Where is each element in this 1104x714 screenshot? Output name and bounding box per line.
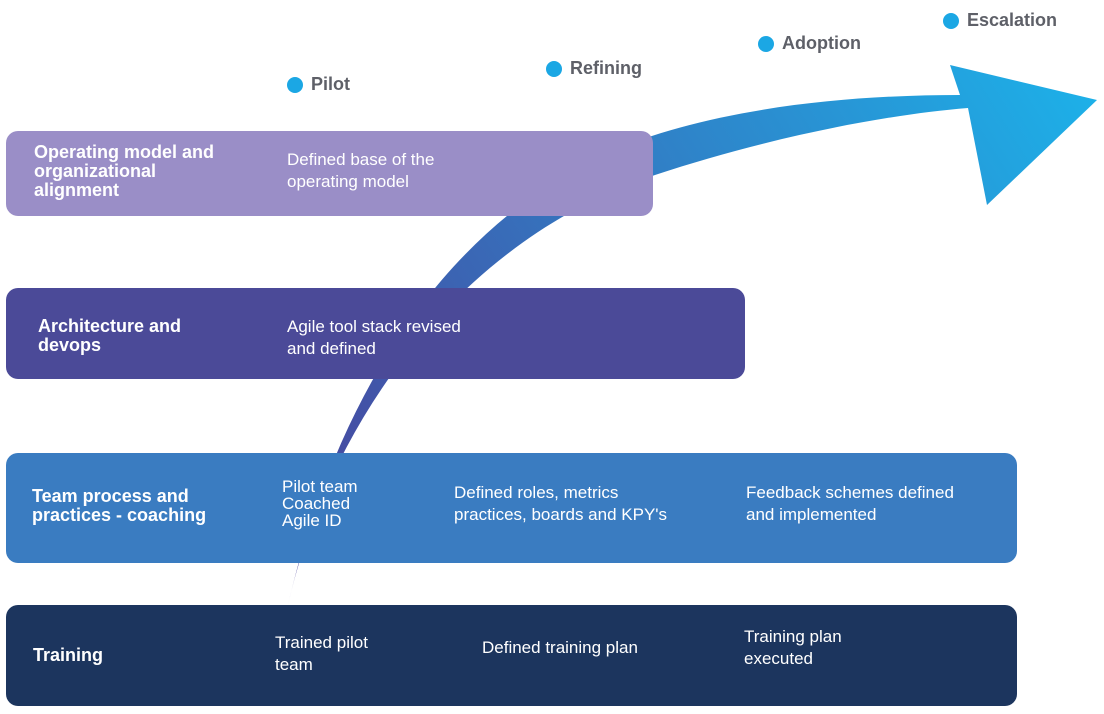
band-team-process: Team process and practices - coaching Pi… <box>6 453 1017 563</box>
band-operating-model: Operating model and organizational align… <box>6 131 653 216</box>
band-title-line: alignment <box>34 180 120 200</box>
band-title-line: Team process and <box>32 486 189 506</box>
band-cell: Training plan executed <box>744 626 842 670</box>
band-cell-line: operating model <box>287 172 409 191</box>
band-training: Training Trained pilot team Defined trai… <box>6 605 1017 706</box>
phase-label: Escalation <box>967 10 1058 30</box>
band-cell-line: Agile tool stack revised <box>287 317 461 336</box>
band-cell-line: Trained pilot <box>275 633 368 652</box>
band-cell-line: and defined <box>287 339 376 358</box>
band-cell: Defined training plan <box>482 637 638 659</box>
band-title-line: organizational <box>34 161 157 181</box>
phase-dot-icon <box>546 60 562 77</box>
band-title-line: Architecture and <box>38 316 182 336</box>
band-title-line: practices - coaching <box>32 505 207 525</box>
phase-label: Adoption <box>782 33 861 53</box>
band-cell: Agile tool stack revised and defined <box>287 316 461 360</box>
band-cell-line: practices, boards and KPY's <box>454 505 668 524</box>
band-cell-line: Defined roles, metrics <box>454 483 619 502</box>
phase-refining: Refining <box>546 58 642 79</box>
band-architecture-devops: Architecture and devops Agile tool stack… <box>6 288 745 379</box>
band-cell-line: team <box>275 655 313 674</box>
band-title: Training <box>33 646 103 665</box>
band-cell: Defined roles, metrics practices, boards… <box>454 482 667 526</box>
band-cell-line: executed <box>744 649 813 668</box>
growth-arrow-shape <box>288 65 1097 605</box>
band-title-line: devops <box>38 335 102 355</box>
band-title: Operating model and organizational align… <box>34 143 214 200</box>
band-cell: Trained pilot team <box>275 632 368 676</box>
band-cell-line: Defined base of the <box>287 150 435 169</box>
band-cell-line: Agile ID <box>282 511 342 530</box>
phase-escalation: Escalation <box>943 10 1057 31</box>
band-cell: Defined base of the operating model <box>287 149 434 193</box>
phase-dot-icon <box>287 76 303 93</box>
phase-label: Refining <box>570 58 642 78</box>
band-title-line: Operating model and <box>34 142 215 162</box>
band-cell-line: Feedback schemes defined <box>746 483 954 502</box>
band-cell-line: Coached <box>282 494 351 513</box>
band-cell-line: Defined training plan <box>482 638 638 657</box>
band-cell-line: and implemented <box>746 505 877 524</box>
phase-dot-icon <box>758 35 774 52</box>
band-cell: Feedback schemes defined and implemented <box>746 482 954 526</box>
phase-label: Pilot <box>311 74 350 94</box>
band-title: Team process and practices - coaching <box>32 487 206 525</box>
band-title: Architecture and devops <box>38 317 181 355</box>
band-title-line: Training <box>33 645 104 665</box>
band-cell-line: Pilot team <box>282 477 358 496</box>
band-cell-line: Training plan <box>744 627 842 646</box>
phase-pilot: Pilot <box>287 74 350 95</box>
phase-dot-icon <box>943 12 959 29</box>
phase-adoption: Adoption <box>758 33 861 54</box>
band-cell: Pilot team Coached Agile ID <box>282 478 358 529</box>
